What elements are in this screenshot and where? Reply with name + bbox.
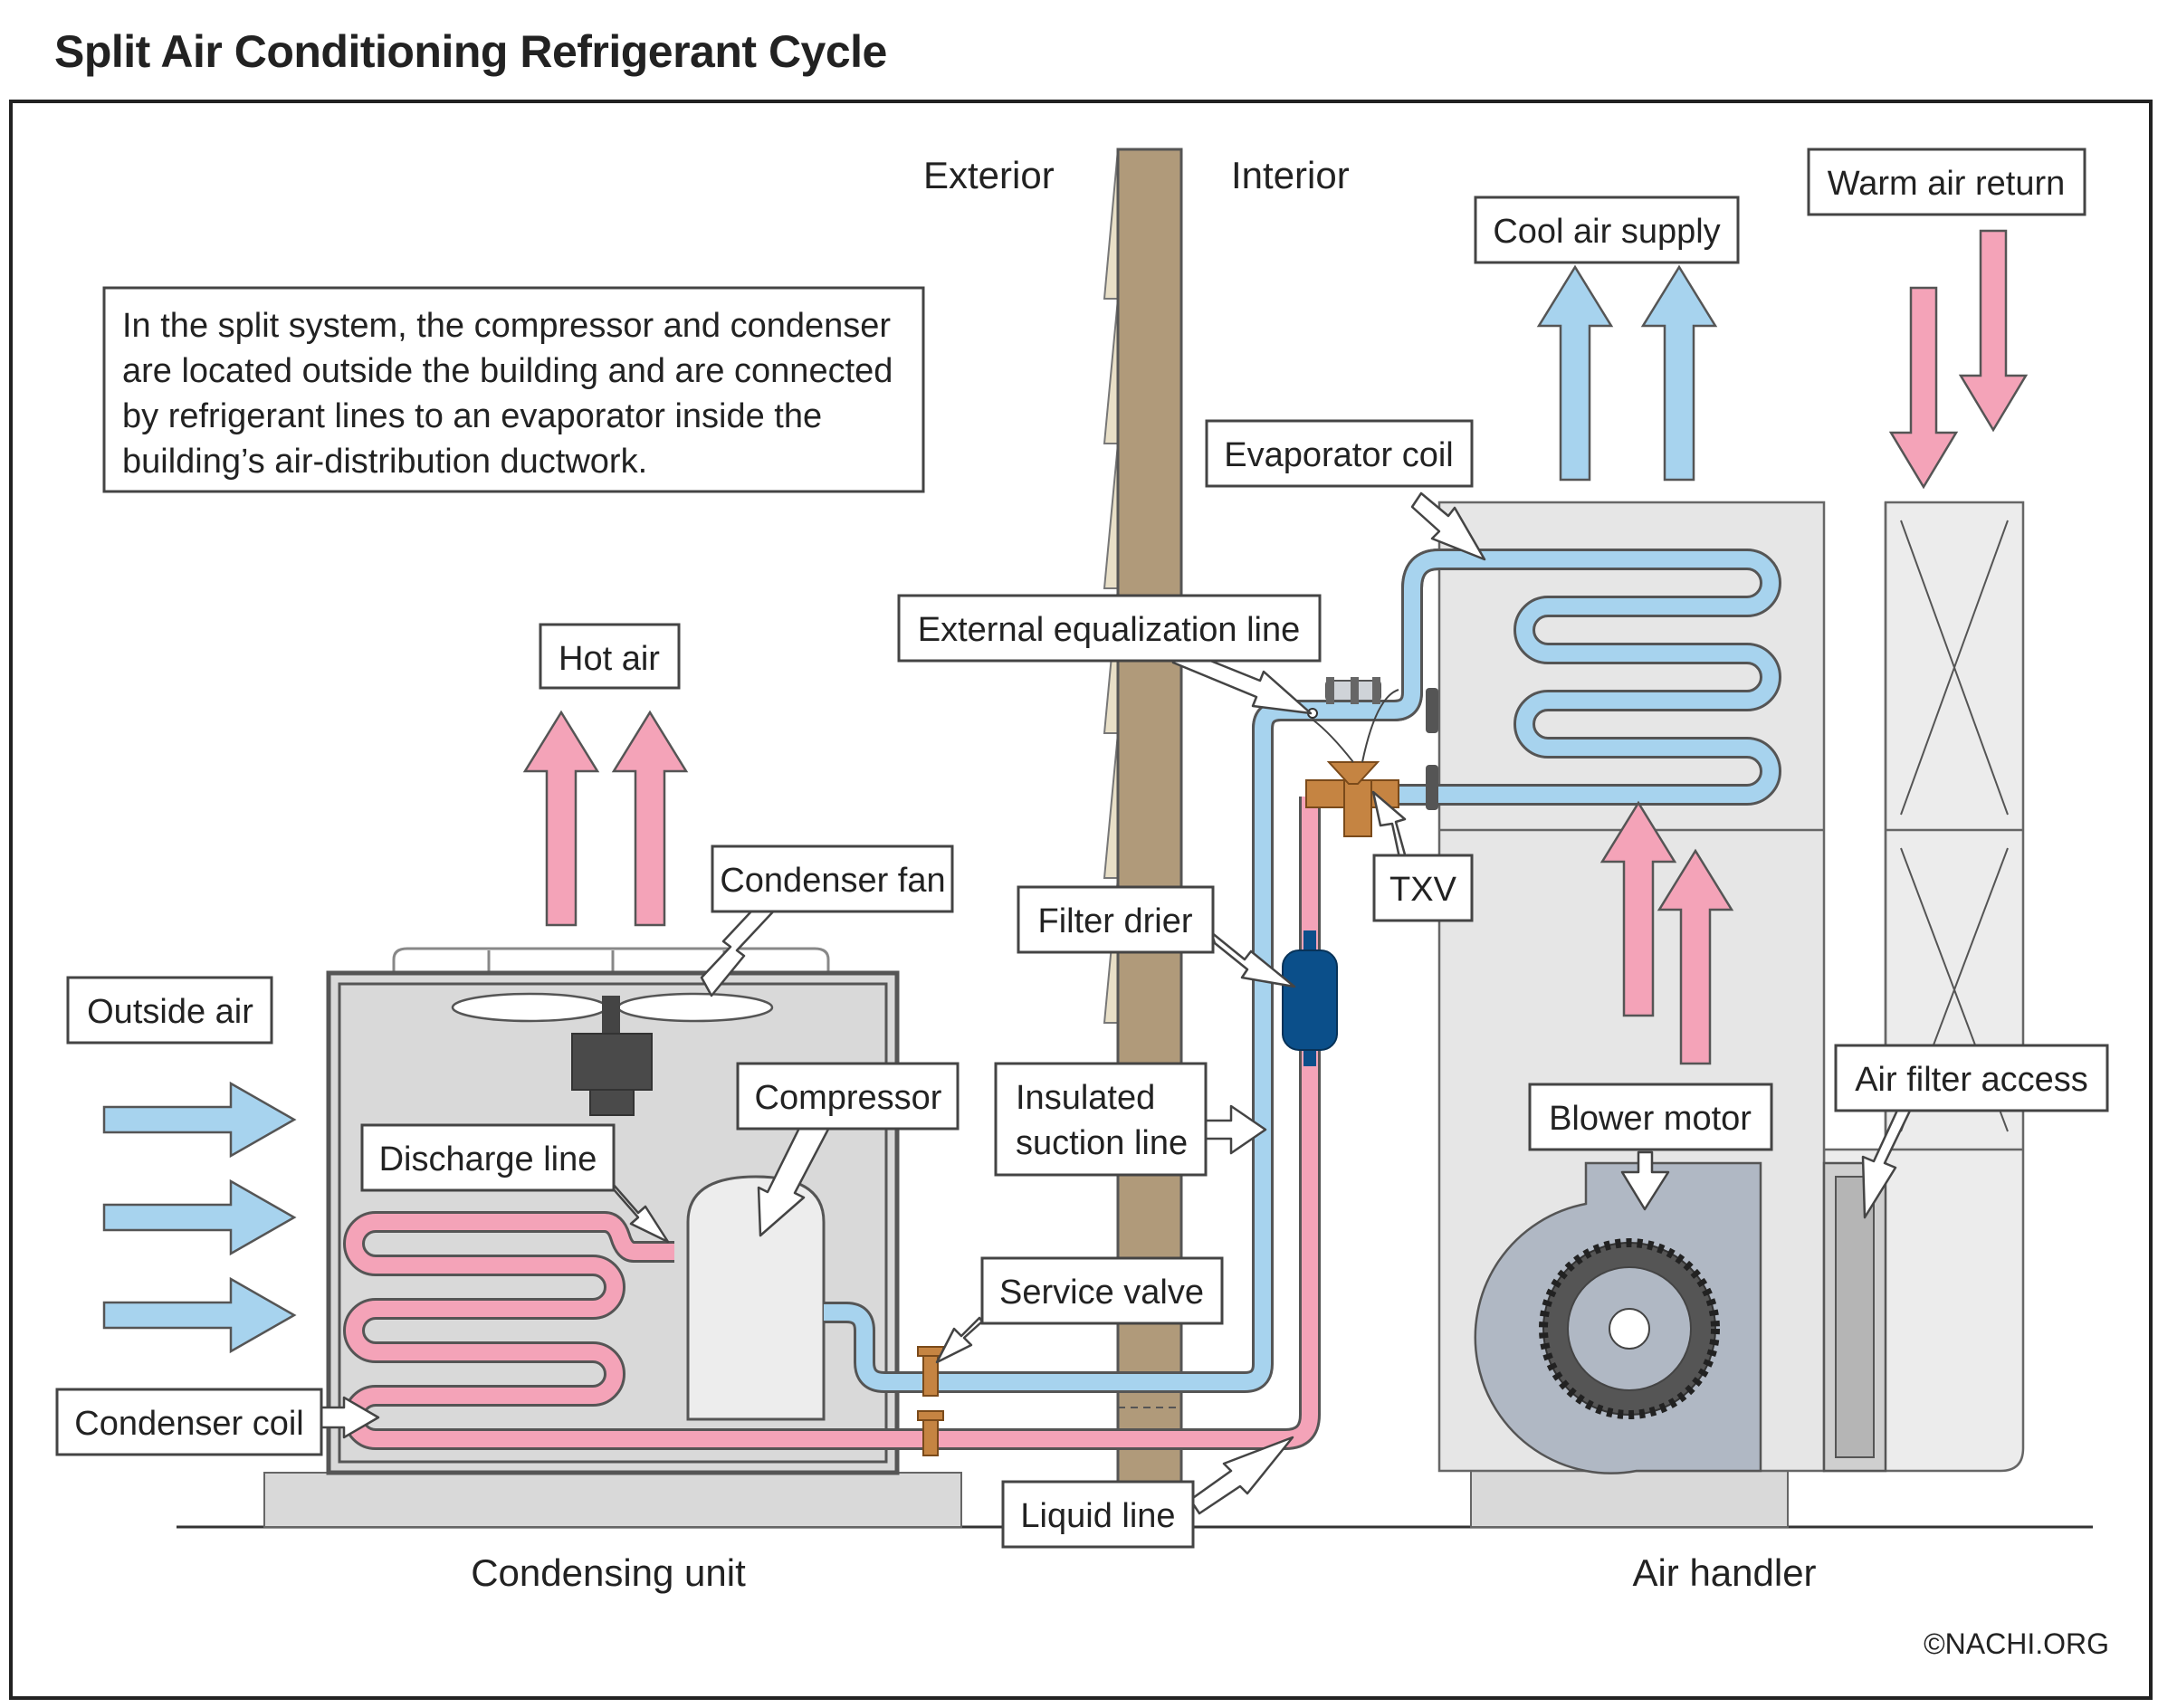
compressor-box — [736, 1062, 960, 1131]
copyright-notice: ©NACHI.ORG — [1924, 1627, 2109, 1660]
description-line-1: In the split system, the compressor and … — [122, 307, 891, 345]
external-equalization-line-box — [897, 594, 1322, 663]
callout-leaders — [320, 491, 1914, 1515]
description-box — [102, 286, 925, 493]
air-filter-access-label: Air filter access — [1855, 1061, 2088, 1099]
service-valve-label: Service valve — [999, 1274, 1204, 1312]
exterior-label: Exterior — [923, 154, 1055, 196]
warm-air-return-box — [1807, 148, 2086, 216]
air-handler-label: Air handler — [1632, 1551, 1816, 1594]
compressor-label: Compressor — [755, 1079, 942, 1117]
service-valves — [917, 1346, 944, 1456]
evaporator-coil-tube — [1252, 549, 1781, 806]
description-line-2: are located outside the building and are… — [122, 352, 893, 390]
insulated-suction-line-label-1: Insulated — [1016, 1079, 1155, 1117]
blower-motor-label: Blower motor — [1549, 1100, 1752, 1138]
evaporator-coil-label: Evaporator coil — [1224, 436, 1453, 474]
discharge-line-box — [360, 1123, 616, 1192]
filter-drier-box — [1017, 885, 1215, 954]
condensing-unit-label: Condensing unit — [471, 1551, 746, 1594]
discharge-line-label: Discharge line — [379, 1140, 597, 1178]
condensing-unit — [263, 819, 1321, 1528]
warm-air-return-label: Warm air return — [1828, 165, 2066, 203]
filter-drier — [1282, 930, 1338, 1066]
interior-label: Interior — [1231, 154, 1350, 196]
condenser-coil-box — [55, 1388, 323, 1456]
air-filter-access-box — [1834, 1044, 2109, 1112]
compressor-body — [686, 1175, 826, 1421]
evaporator-coil-box — [1205, 419, 1474, 488]
condenser-fan-box — [711, 844, 954, 913]
description-line-3: by refrigerant lines to an evaporator in… — [122, 397, 822, 435]
diagram-title: Split Air Conditioning Refrigerant Cycle — [54, 26, 887, 77]
service-valve-box — [980, 1256, 1224, 1325]
outside-air-arrows — [102, 1082, 296, 1353]
description-line-4: building’s air-distribution ductwork. — [122, 443, 647, 481]
warm-air-return-arrows — [1889, 229, 2028, 489]
condenser-fan-label: Condenser fan — [720, 862, 945, 900]
blower-motor-box — [1528, 1083, 1773, 1151]
liquid-line-box — [1001, 1480, 1195, 1549]
hot-air-label: Hot air — [559, 640, 660, 678]
cool-air-supply-arrows — [1537, 265, 1717, 482]
txv-box — [1372, 854, 1474, 922]
cabinet-fittings — [1426, 688, 1438, 810]
cool-air-supply-label: Cool air supply — [1493, 213, 1720, 251]
insulated-suction-line-box — [994, 1062, 1208, 1177]
cool-air-supply-box — [1474, 196, 1740, 264]
outside-air-label: Outside air — [87, 993, 253, 1031]
txv-label: TXV — [1389, 871, 1457, 909]
filter-drier-label: Filter drier — [1037, 902, 1192, 940]
external-equalization-line-label: External equalization line — [918, 611, 1301, 649]
liquid-line-label: Liquid line — [1020, 1497, 1175, 1535]
condenser-coil-label: Condenser coil — [74, 1405, 303, 1443]
insulated-suction-line-label-2: suction line — [1016, 1124, 1188, 1162]
hot-air-box — [539, 623, 681, 690]
outside-air-box — [66, 976, 273, 1045]
condenser-fan-blades — [451, 992, 774, 1116]
diagram-frame — [9, 100, 2153, 1700]
hot-air-arrows — [523, 711, 688, 927]
